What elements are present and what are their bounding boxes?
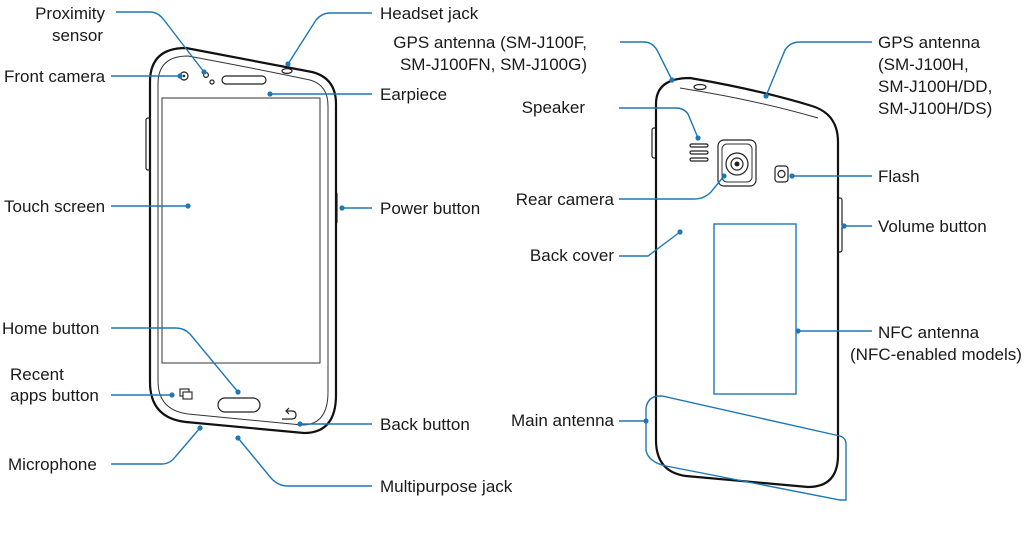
label-microphone: Microphone — [8, 455, 97, 474]
rear-camera-module — [717, 139, 757, 187]
leader-home-button — [111, 327, 239, 393]
leader-gps-antenna-right — [765, 41, 872, 97]
front-phone-body — [148, 46, 338, 435]
main-antenna-area — [645, 395, 847, 501]
label-proximity-sensor: Proximity sensor — [35, 4, 105, 45]
back-view-phone — [645, 76, 847, 501]
back-leaders — [619, 41, 872, 424]
leader-back-cover — [619, 231, 681, 257]
speaker-grille — [689, 143, 709, 162]
label-earpiece: Earpiece — [380, 85, 448, 104]
back-arrow-icon — [282, 407, 297, 420]
nfc-antenna-area — [713, 223, 797, 395]
label-home-button: Home button — [2, 319, 100, 338]
label-power-button: Power button — [380, 199, 481, 218]
label-multipurpose-jack: Multipurpose jack — [380, 477, 513, 496]
label-back-button: Back button — [380, 415, 470, 434]
label-back-cover: Back cover — [529, 246, 614, 265]
back-phone-body — [654, 76, 840, 489]
leader-rear-camera — [619, 175, 725, 200]
front-view-phone — [145, 46, 338, 435]
front-bezel-inner — [157, 55, 329, 426]
recent-apps-icon — [179, 388, 193, 400]
label-main-antenna: Main antenna — [510, 411, 614, 430]
label-flash: Flash — [878, 167, 920, 186]
leader-multipurpose-jack — [237, 437, 372, 487]
leader-proximity-sensor — [116, 11, 205, 73]
label-rear-camera: Rear camera — [515, 190, 614, 209]
label-nfc-antenna: NFC antenna (NFC-enabled models) — [850, 323, 1022, 364]
label-recent-apps-button: Recent apps button — [10, 365, 99, 405]
label-front-camera: Front camera — [4, 67, 106, 86]
label-speaker: Speaker — [521, 98, 585, 117]
label-gps-antenna-left: GPS antenna (SM-J100F, SM-J100FN, SM-J10… — [393, 33, 587, 74]
leader-speaker — [619, 107, 699, 139]
leader-microphone — [111, 427, 201, 465]
leader-gps-antenna-left — [620, 41, 673, 81]
back-top-rim — [679, 87, 819, 119]
label-headset-jack: Headset jack — [380, 4, 479, 23]
front-leaders — [111, 11, 372, 487]
leader-headset-jack — [287, 12, 372, 65]
flash-unit — [774, 165, 789, 183]
label-gps-antenna-right: GPS antenna (SM-J100H, SM-J100H/DD, SM-J… — [878, 33, 993, 118]
label-volume-button: Volume button — [878, 217, 987, 236]
earpiece-grille — [221, 75, 267, 85]
headset-jack-port — [281, 67, 293, 74]
front-display-area — [161, 97, 321, 364]
label-touch-screen: Touch screen — [4, 197, 106, 216]
home-button-shape — [217, 397, 261, 413]
